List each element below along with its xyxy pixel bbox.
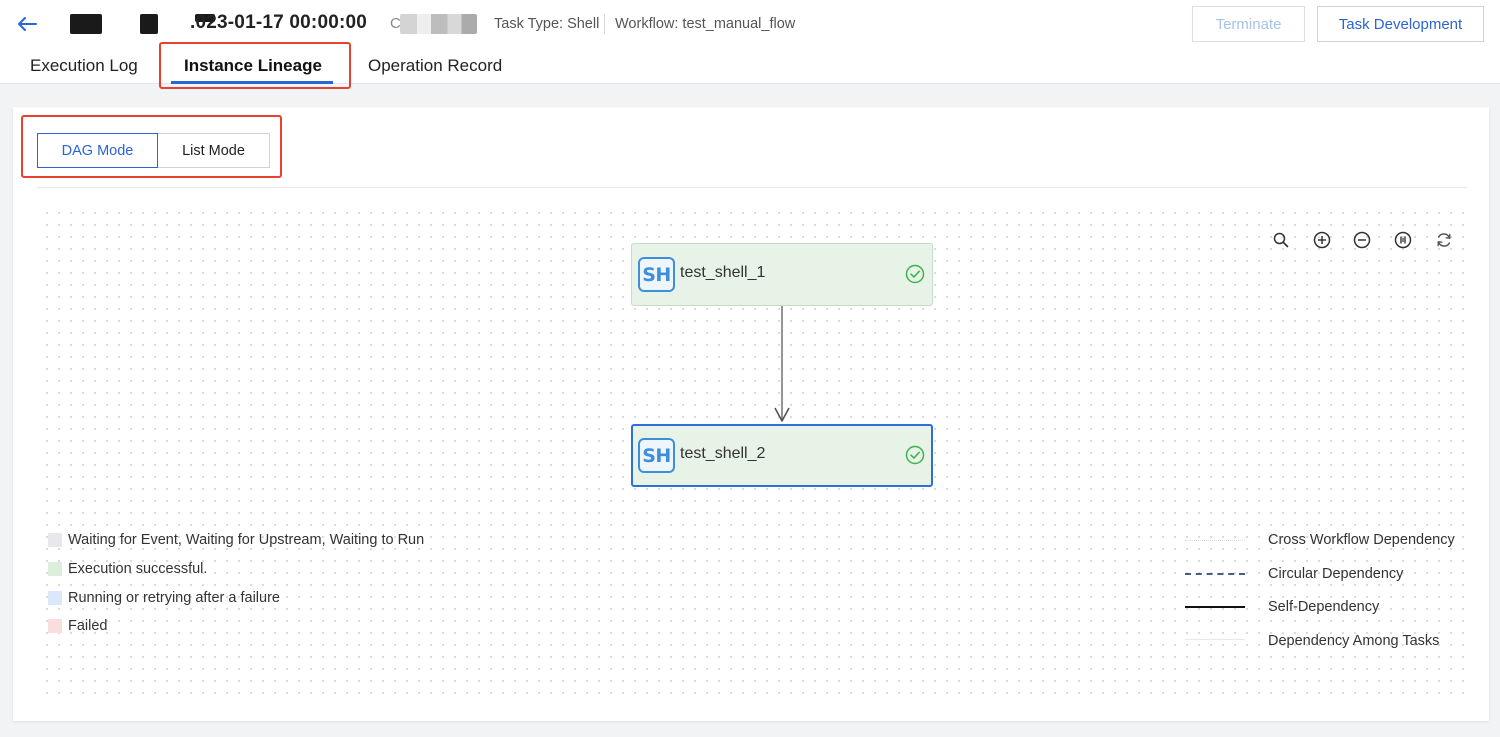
page-title: .023-01-17 00:00:00 (190, 12, 368, 33)
tab-execution-log[interactable]: Execution Log (30, 56, 138, 75)
legend-line-circular (1185, 573, 1245, 575)
legend-swatch-waiting (48, 533, 62, 547)
redacted-block (195, 14, 215, 22)
redacted-block (400, 14, 477, 34)
redacted-block (70, 14, 102, 34)
zoom-out-icon[interactable] (1352, 230, 1372, 250)
shell-task-icon: SH (638, 257, 675, 292)
legend-swatch-running (48, 591, 62, 605)
refresh-icon[interactable] (1434, 230, 1454, 250)
title-prefix: C (390, 15, 401, 32)
node-label: test_shell_1 (680, 264, 766, 281)
shell-task-icon: SH (638, 438, 675, 473)
active-tab-indicator (171, 81, 333, 84)
list-mode-button[interactable]: List Mode (157, 133, 270, 168)
dag-mode-button[interactable]: DAG Mode (37, 133, 158, 168)
header-bar: .023-01-17 00:00:00 C Task Type: Shell W… (0, 0, 1500, 84)
legend-line-self (1185, 606, 1245, 608)
node-label: test_shell_2 (680, 445, 766, 462)
dag-node[interactable]: SH test_shell_2 (631, 424, 933, 487)
search-icon[interactable] (1271, 230, 1291, 250)
legend-label: Dependency Among Tasks (1268, 633, 1440, 649)
success-check-icon (905, 264, 925, 284)
fit-view-icon[interactable] (1393, 230, 1413, 250)
legend-line-cross-workflow (1185, 540, 1245, 541)
legend-label: Cross Workflow Dependency (1268, 532, 1455, 548)
tab-instance-lineage[interactable]: Instance Lineage (184, 56, 322, 75)
task-type-text: Task Type: Shell (494, 16, 600, 32)
zoom-in-icon[interactable] (1312, 230, 1332, 250)
panel-divider (37, 187, 1467, 188)
legend-label: Waiting for Event, Waiting for Upstream,… (68, 532, 425, 548)
legend-label: Self-Dependency (1268, 599, 1380, 615)
legend-line-among-tasks (1185, 639, 1245, 640)
tab-operation-record[interactable]: Operation Record (368, 56, 503, 75)
lineage-panel: DAG Mode List Mode SH t (13, 107, 1489, 721)
redacted-block (140, 14, 158, 34)
meta-divider (604, 14, 605, 34)
legend-label: Running or retrying after a failure (68, 590, 280, 606)
legend-label: Failed (68, 618, 108, 634)
back-arrow-icon[interactable] (14, 12, 40, 36)
legend-label: Circular Dependency (1268, 566, 1404, 582)
legend-swatch-failed (48, 619, 62, 633)
workflow-text: Workflow: test_manual_flow (615, 16, 796, 32)
terminate-button[interactable]: Terminate (1192, 6, 1305, 42)
legend-swatch-success (48, 562, 62, 576)
task-development-button[interactable]: Task Development (1317, 6, 1484, 42)
dag-node[interactable]: SH test_shell_1 (631, 243, 933, 306)
legend-label: Execution successful. (68, 561, 208, 577)
success-check-icon (905, 445, 925, 465)
